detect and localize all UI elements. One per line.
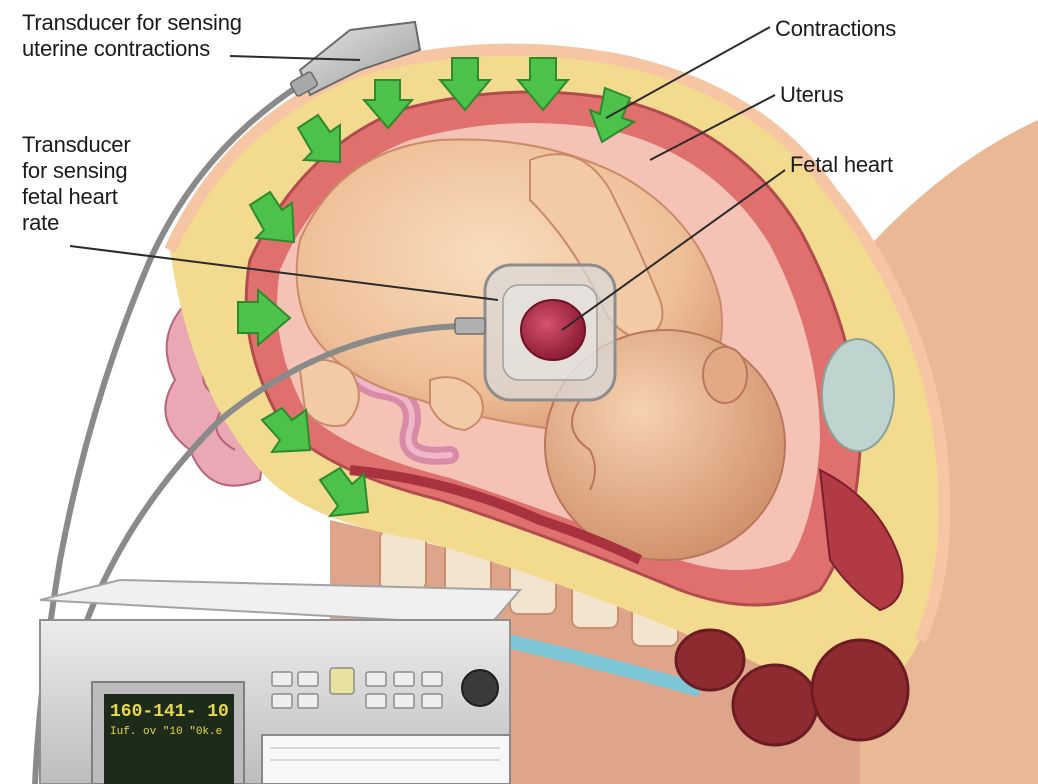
monitor-screen: 160-141- 10 Iuf. ov "10 "0k.e — [104, 694, 234, 784]
label-fetal-heart: Fetal heart — [790, 152, 893, 178]
label-line: Contractions — [775, 16, 896, 42]
monitor-knob-icon — [462, 670, 498, 706]
label-line: Transducer for sensing — [22, 10, 242, 36]
label-uterus: Uterus — [780, 82, 844, 108]
bladder — [822, 339, 894, 451]
label-line: fetal heart — [22, 184, 130, 210]
label-line: uterine contractions — [22, 36, 242, 62]
fetal-heart — [521, 300, 585, 360]
monitor-readout-main: 160-141- 10 — [110, 702, 234, 722]
label-line: Transducer — [22, 132, 130, 158]
label-line: Fetal heart — [790, 152, 893, 178]
label-line: Uterus — [780, 82, 844, 108]
monitor-readout-sub: Iuf. ov "10 "0k.e — [110, 726, 234, 738]
label-contractions: Contractions — [775, 16, 896, 42]
fetus-ear — [703, 347, 747, 403]
label-fetal-transducer: Transducer for sensing fetal heart rate — [22, 132, 130, 236]
label-uterine-transducer: Transducer for sensing uterine contracti… — [22, 10, 242, 62]
label-line: rate — [22, 210, 130, 236]
label-line: for sensing — [22, 158, 130, 184]
